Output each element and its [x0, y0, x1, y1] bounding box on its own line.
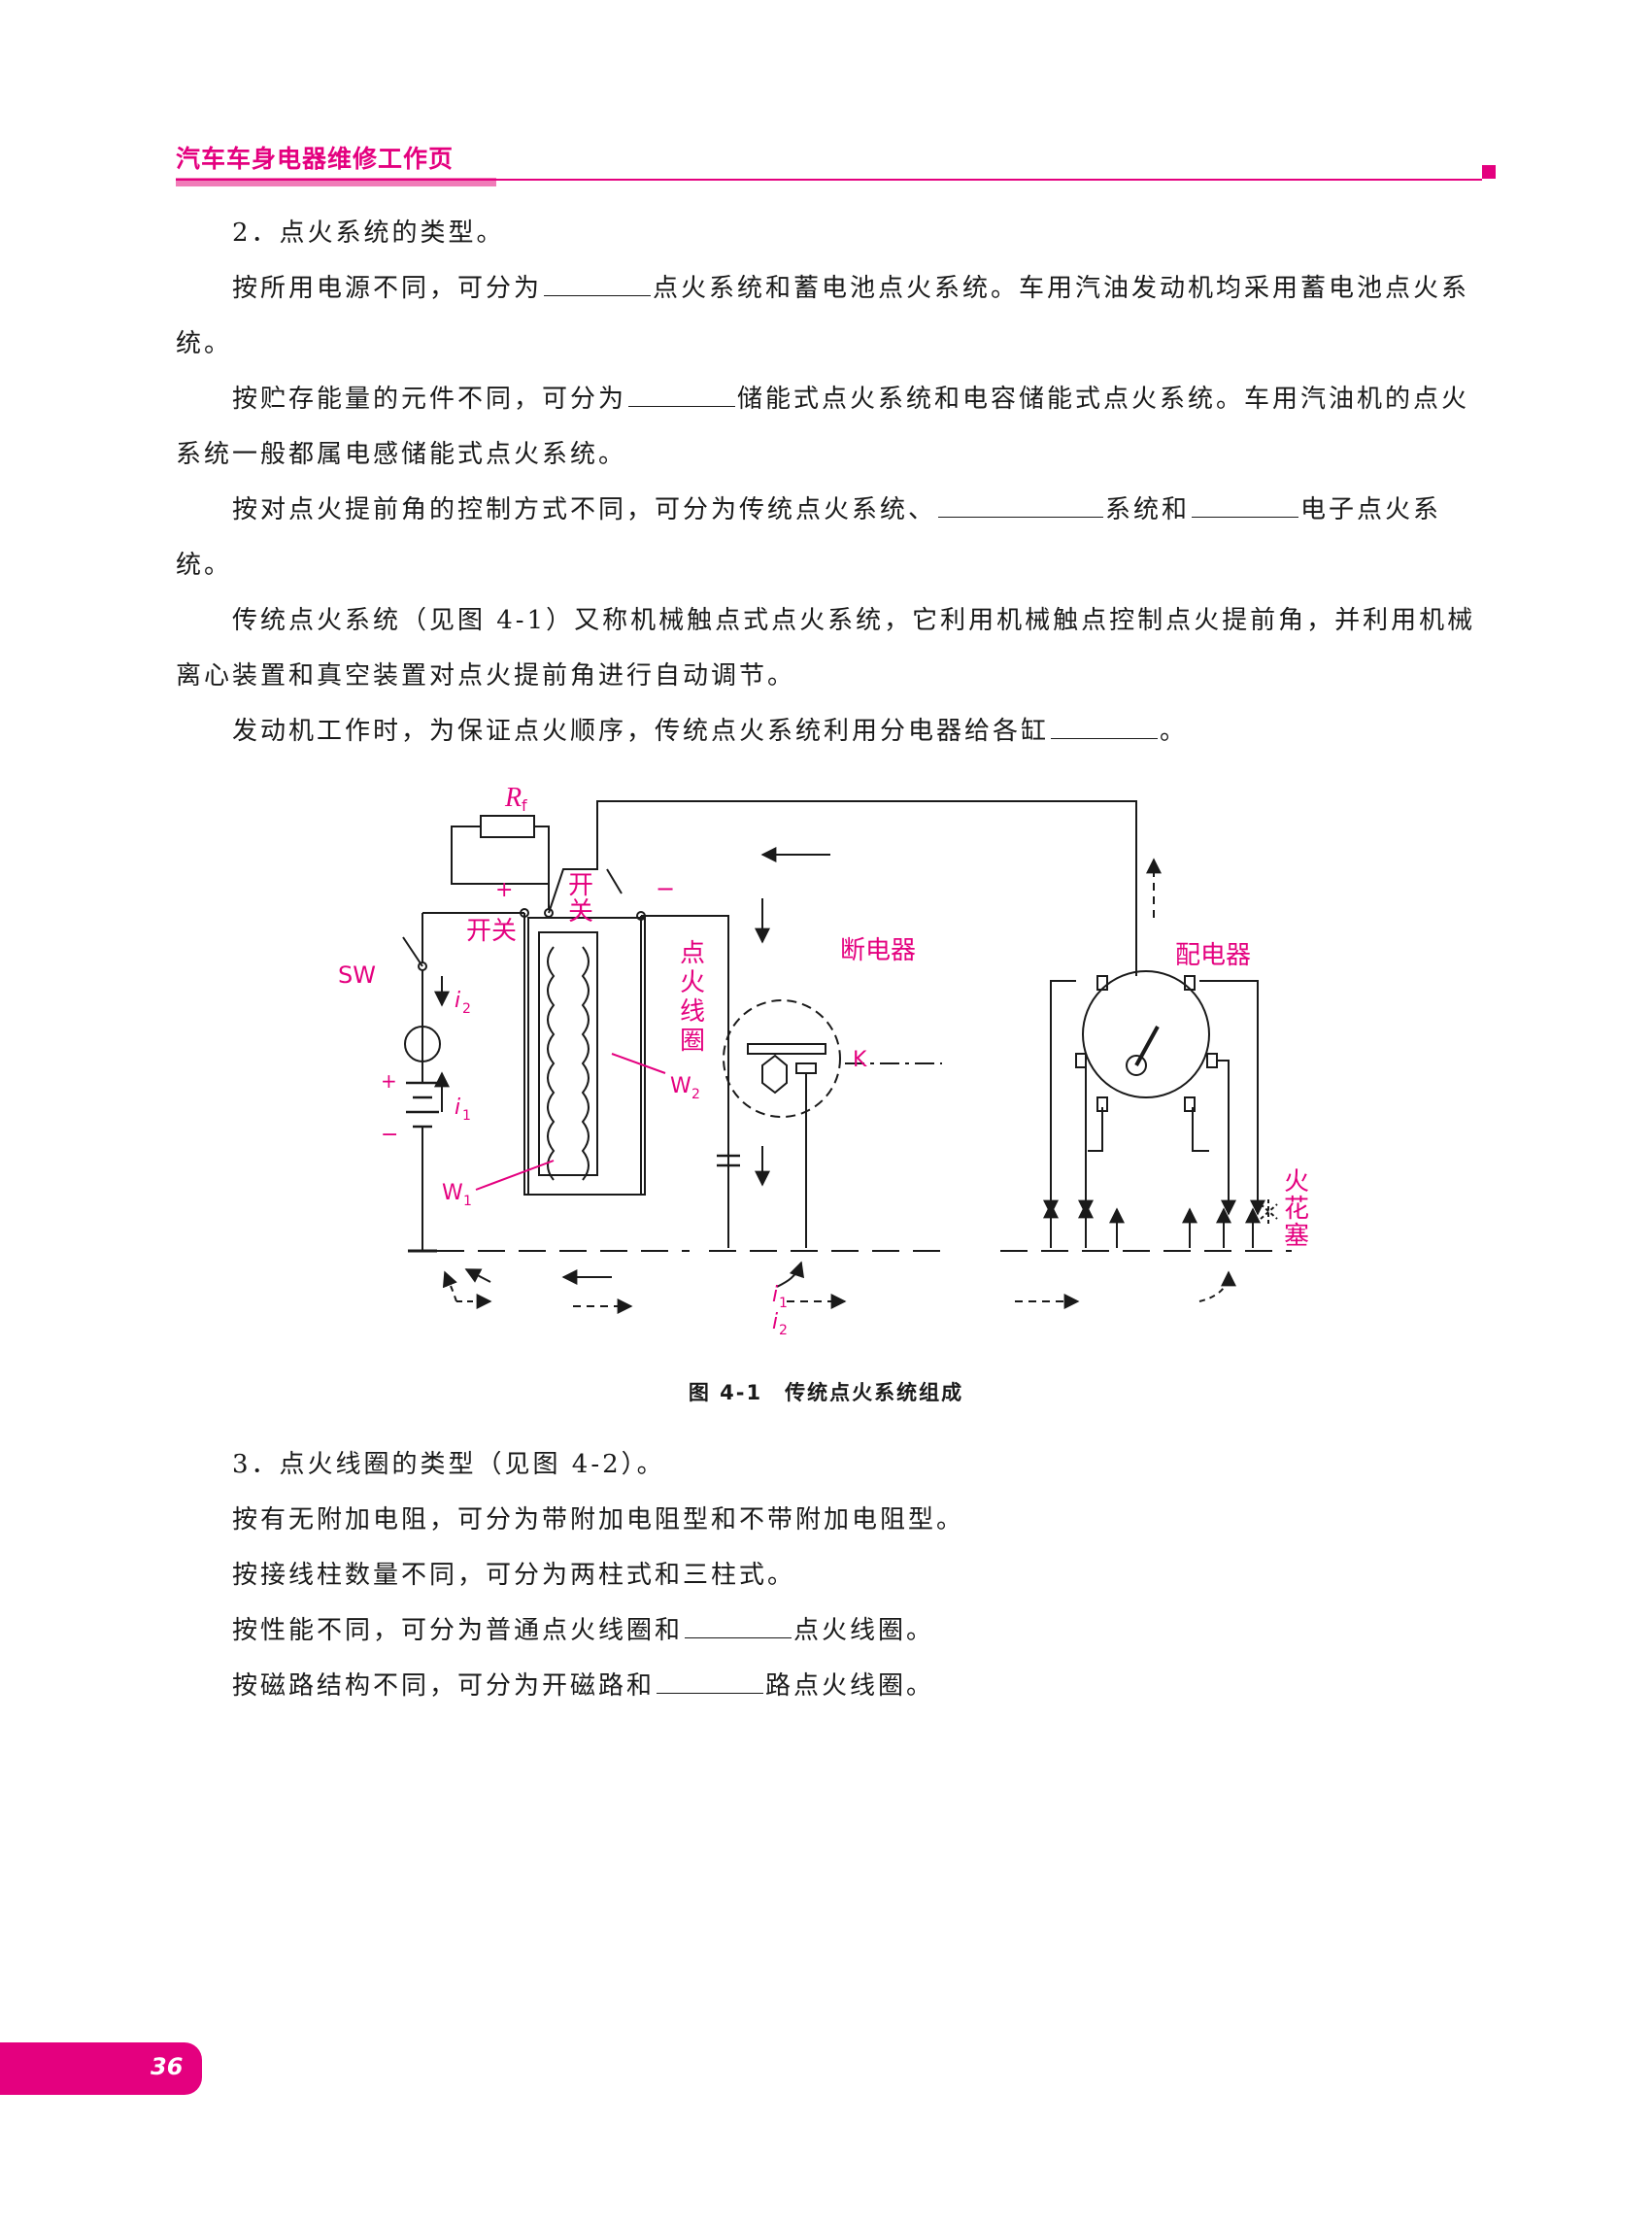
- wire: [534, 826, 550, 913]
- svg-text:1: 1: [463, 1194, 472, 1209]
- breaker-arm: [747, 1043, 826, 1055]
- page-number-tab: [0, 2042, 202, 2095]
- label-plug-1: 火: [1284, 1167, 1309, 1197]
- svg-text:i: i: [772, 1283, 778, 1307]
- svg-text:f: f: [522, 796, 527, 815]
- label-i2: i: [455, 989, 460, 1013]
- wire: [606, 868, 623, 894]
- label-w1: W: [442, 1181, 463, 1205]
- header-square-mark: [1482, 165, 1496, 179]
- switch-sw-lever: [402, 936, 423, 967]
- label-i1: i: [455, 1096, 460, 1120]
- label-distributor: 配电器: [1175, 941, 1251, 970]
- fill-blank[interactable]: [938, 491, 1104, 518]
- label-sw: SW: [338, 961, 376, 989]
- fill-blank[interactable]: [544, 270, 652, 296]
- label-coil-4: 圈: [680, 1027, 705, 1056]
- paragraph-traditional-system: 传统点火系统（见图 4-1）又称机械触点式点火系统，它利用机械触点控制点火提前角…: [176, 606, 1476, 691]
- label-switch: 开关: [466, 917, 517, 946]
- paragraph-energy-storage: 按贮存能量的元件不同，可分为储能式点火系统和电容储能式点火系统。车用汽油机的点火…: [176, 372, 1482, 483]
- svg-text:2: 2: [779, 1323, 788, 1338]
- resistor-rf: [480, 815, 535, 838]
- paragraph-terminal-type: 按接线柱数量不同，可分为两柱式和三柱式。: [232, 1561, 796, 1590]
- figure-caption: 图 4-1 传统点火系统组成: [688, 1381, 964, 1404]
- fill-blank[interactable]: [628, 381, 736, 407]
- label-switch-vertical-1: 开: [568, 871, 593, 900]
- header-accent-bar: [176, 178, 496, 186]
- label-plug-2: 花: [1284, 1195, 1309, 1224]
- running-header-title: 汽车车身电器维修工作页: [176, 145, 455, 173]
- breaker-cam: [761, 1054, 788, 1095]
- wire: [451, 826, 549, 885]
- label-coil-1: 点: [680, 939, 705, 968]
- svg-text:1: 1: [462, 1108, 471, 1124]
- fill-blank[interactable]: [1051, 713, 1159, 739]
- paragraph-resistor-type: 按有无附加电阻，可分为带附加电阻型和不带附加电阻型。: [232, 1505, 965, 1534]
- ignition-circuit-svg: R f 开关 开 关 + − SW i 2 i 1 W 1 W 2 点 火 线 …: [338, 783, 1309, 1338]
- breaker-cam-circle: [723, 999, 841, 1118]
- label-rf: R: [504, 783, 522, 813]
- section-2-heading: 2．点火系统的类型。: [232, 219, 505, 248]
- paragraph-power-source: 按所用电源不同，可分为点火系统和蓄电池点火系统。车用汽油发动机均采用蓄电池点火系…: [176, 261, 1482, 372]
- fill-blank[interactable]: [657, 1668, 764, 1694]
- capacitor: [717, 1154, 740, 1167]
- wire: [548, 800, 1137, 976]
- paragraph-performance-type: 按性能不同，可分为普通点火线圈和点火线圈。: [176, 1603, 1482, 1659]
- label-switch-vertical-2: 关: [568, 897, 593, 927]
- paragraph-advance-control: 按对点火提前角的控制方式不同，可分为传统点火系统、系统和电子点火系统。: [176, 483, 1482, 593]
- label-coil-3: 线: [680, 997, 705, 1027]
- label-breaker: 断电器: [840, 936, 916, 965]
- svg-text:+: +: [495, 878, 513, 902]
- fill-blank[interactable]: [1192, 491, 1299, 518]
- svg-text:2: 2: [462, 1001, 471, 1017]
- header-rule: [176, 179, 1482, 181]
- paragraph-magnetic-circuit-type: 按磁路结构不同，可分为开磁路和路点火线圈。: [176, 1659, 1482, 1714]
- ignition-coil: [538, 931, 598, 1176]
- svg-text:−: −: [381, 1123, 398, 1147]
- section-2-text: 2．点火系统的类型。 按所用电源不同，可分为点火系统和蓄电池点火系统。车用汽油发…: [176, 206, 1482, 759]
- label-w2: W: [670, 1074, 691, 1098]
- svg-text:1: 1: [779, 1296, 788, 1311]
- label-k: K: [853, 1048, 867, 1072]
- page-number: 36: [151, 2053, 184, 2080]
- svg-text:−: −: [656, 875, 675, 902]
- battery: [406, 1081, 439, 1129]
- distributor-cap: [1082, 970, 1210, 1098]
- label-plug-3: 塞: [1284, 1222, 1309, 1251]
- rotor-arm: [1134, 1026, 1160, 1066]
- fill-blank[interactable]: [685, 1612, 792, 1638]
- paragraph-firing-order: 发动机工作时，为保证点火顺序，传统点火系统利用分电器给各缸。: [176, 704, 1482, 759]
- svg-text:+: +: [381, 1069, 397, 1093]
- figure-ignition-diagram: R f 开关 开 关 + − SW i 2 i 1 W 1 W 2 点 火 线 …: [320, 772, 1340, 1355]
- section-3-heading: 3．点火线圈的类型（见图 4-2）。: [232, 1450, 665, 1479]
- svg-text:2: 2: [691, 1087, 700, 1102]
- label-coil-2: 火: [680, 968, 705, 997]
- section-3-text: 3．点火线圈的类型（见图 4-2）。 按有无附加电阻，可分为带附加电阻型和不带附…: [176, 1437, 1482, 1714]
- svg-text:i: i: [772, 1310, 778, 1334]
- wire: [641, 915, 729, 1248]
